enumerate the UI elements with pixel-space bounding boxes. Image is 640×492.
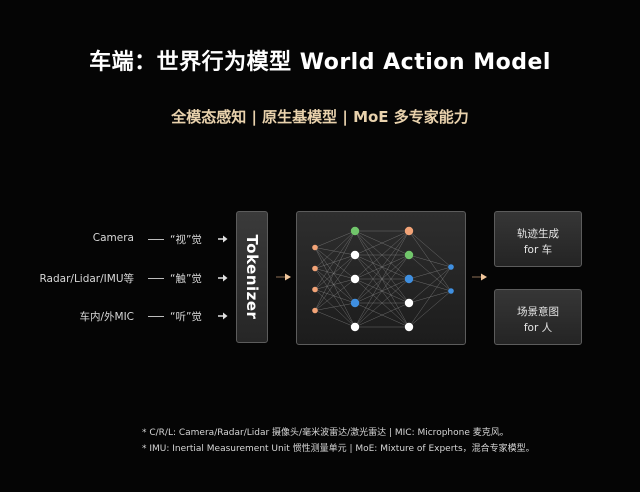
output-title: 场景意图: [517, 306, 559, 318]
dash-connector: [148, 316, 164, 317]
input-sense-label: “视”觉: [170, 234, 202, 246]
arrow-glow-icon: [472, 273, 487, 281]
network-edge: [354, 230, 410, 280]
network-edge: [314, 247, 356, 280]
network-edge: [314, 254, 356, 269]
network-node: [404, 274, 414, 284]
tokenizer-label: Tokenizer: [243, 234, 261, 320]
network-edge: [408, 266, 452, 304]
network-edge: [314, 254, 356, 290]
network-edge: [314, 310, 356, 328]
output-intent-box: 场景意图 for 人: [494, 289, 582, 345]
network-edge: [314, 302, 356, 311]
tokenizer-block: Tokenizer: [236, 211, 268, 343]
input-source-label: Camera: [92, 232, 134, 244]
arrow-right-icon: [218, 235, 228, 243]
network-edge: [314, 278, 356, 311]
arrow-right-icon: [218, 312, 228, 320]
footnote-1: * C/R/L: Camera/Radar/Lidar 摄像头/毫米波雷达/激光…: [142, 428, 509, 438]
input-sense-label: “听”觉: [170, 311, 202, 323]
network-edge: [354, 254, 410, 328]
network-edge: [354, 230, 410, 304]
network-edge: [314, 254, 356, 311]
network-node: [312, 244, 318, 251]
network-edge: [354, 230, 410, 256]
input-source-label: 车内/外MIC: [79, 311, 134, 323]
arrow-right-icon: [218, 274, 228, 282]
dash-connector: [148, 239, 164, 240]
dash-connector: [148, 278, 164, 279]
network-edge: [408, 254, 452, 268]
network-edge: [314, 230, 356, 248]
neural-network-block: [296, 211, 466, 345]
input-row-camera: Camera “视”觉: [0, 229, 238, 249]
network-node: [404, 298, 414, 308]
input-source-label: Radar/Lidar/IMU等: [39, 273, 134, 285]
output-target: for 人: [523, 322, 553, 334]
output-target: for 车: [523, 244, 553, 256]
network-edge: [314, 268, 356, 328]
network-node: [448, 288, 454, 294]
network-edge: [314, 230, 356, 290]
network-edge: [408, 266, 452, 328]
network-node: [312, 265, 318, 272]
network-node: [350, 322, 360, 332]
input-row-radar: Radar/Lidar/IMU等 “触”觉: [0, 268, 238, 288]
network-node: [312, 286, 318, 293]
slide-subtitle: 全模态感知 | 原生基模型 | MoE 多专家能力: [171, 108, 469, 126]
network-edge: [314, 268, 356, 280]
network-edge: [354, 302, 410, 328]
network-edge: [354, 278, 410, 328]
input-sense-label: “触”觉: [170, 273, 202, 285]
output-title: 轨迹生成: [517, 228, 559, 240]
network-edge: [314, 247, 356, 256]
network-node: [312, 307, 318, 314]
network-edge: [354, 230, 410, 328]
network-node: [350, 226, 360, 236]
network-edge: [314, 289, 356, 328]
network-node: [350, 250, 360, 260]
input-row-mic: 车内/外MIC “听”觉: [0, 306, 238, 326]
network-node: [350, 274, 360, 284]
network-edge: [408, 290, 452, 328]
network-edge: [314, 230, 356, 311]
network-edge: [408, 266, 452, 280]
network-edge: [314, 289, 356, 304]
network-edge: [408, 230, 452, 268]
network-edge: [314, 278, 356, 290]
network-node: [404, 322, 414, 332]
network-node: [350, 298, 360, 308]
network-node: [404, 226, 414, 236]
footnote-2: * IMU: Inertial Measurement Unit 惯性测量单元 …: [142, 444, 535, 454]
network-edge: [314, 268, 356, 304]
output-trajectory-box: 轨迹生成 for 车: [494, 211, 582, 267]
arrow-glow-icon: [276, 273, 291, 281]
slide-title: 车端：世界行为模型 World Action Model: [89, 50, 551, 75]
network-node: [448, 264, 454, 270]
neural-network-graph: [312, 226, 454, 332]
network-node: [404, 250, 414, 260]
network-edge: [314, 247, 356, 328]
network-edge: [314, 230, 356, 269]
network-edge: [314, 247, 356, 304]
